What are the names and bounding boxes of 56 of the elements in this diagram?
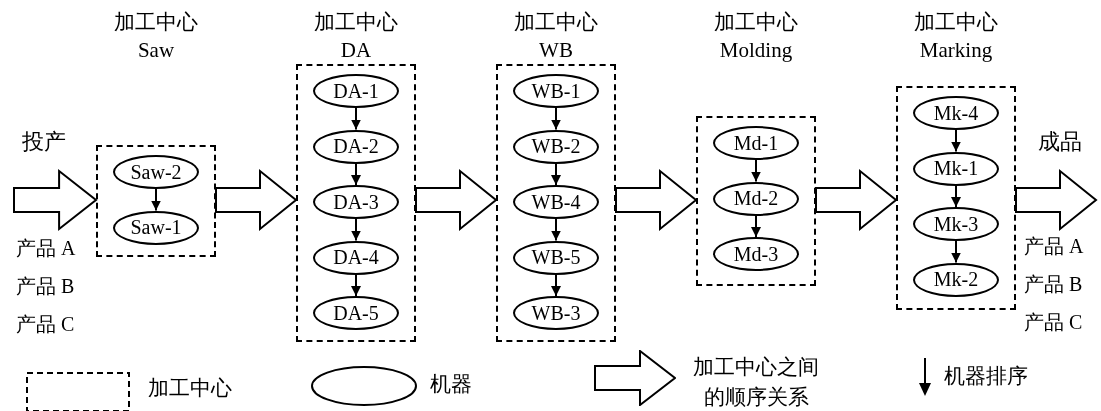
arrow bbox=[551, 107, 561, 131]
arrow bbox=[751, 159, 761, 183]
legend-label: 机器排序 bbox=[944, 364, 1028, 388]
machine-ellipse: Md-2 bbox=[713, 181, 799, 216]
center-heading: 加工中心 WB bbox=[513, 9, 599, 64]
block-arrow bbox=[13, 168, 98, 232]
block-arrow bbox=[215, 168, 298, 232]
product-label: 产品 A bbox=[1024, 234, 1084, 258]
block-arrow bbox=[615, 168, 698, 232]
machine-ellipse: Mk-3 bbox=[913, 207, 999, 241]
block-arrow bbox=[415, 168, 498, 232]
machine-ellipse: Md-3 bbox=[713, 237, 799, 271]
arrow bbox=[951, 240, 961, 264]
center-heading: 加工中心 Marking bbox=[913, 9, 999, 64]
arrow bbox=[351, 162, 361, 186]
block-arrow bbox=[815, 168, 898, 232]
machine-ellipse: WB-2 bbox=[513, 129, 599, 164]
arrow bbox=[351, 218, 361, 242]
arrow bbox=[751, 214, 761, 238]
arrow bbox=[551, 218, 561, 242]
product-label: 产品 C bbox=[16, 312, 75, 336]
machine-ellipse: Mk-4 bbox=[913, 96, 999, 130]
machine-ellipse: Mk-2 bbox=[913, 262, 999, 297]
machine-ellipse: WB-1 bbox=[513, 74, 599, 108]
edge-label: 成品 bbox=[1038, 130, 1082, 154]
arrow bbox=[351, 107, 361, 131]
arrow bbox=[151, 188, 161, 212]
block-arrow bbox=[1015, 168, 1098, 232]
center-heading: 加工中心 Molding bbox=[713, 9, 799, 64]
machine-ellipse: Saw-1 bbox=[113, 210, 199, 245]
machine-ellipse: DA-1 bbox=[313, 74, 399, 108]
arrow bbox=[351, 273, 361, 297]
machine-ellipse: WB-3 bbox=[513, 296, 599, 330]
product-label: 产品 C bbox=[1024, 310, 1083, 334]
arrow bbox=[551, 162, 561, 186]
machine-ellipse: Md-1 bbox=[713, 126, 799, 160]
product-label: 产品 B bbox=[16, 274, 75, 298]
legend-label: 机器 bbox=[430, 372, 472, 396]
machine-ellipse: DA-5 bbox=[313, 296, 399, 330]
product-label: 产品 B bbox=[1024, 272, 1083, 296]
arrow bbox=[551, 273, 561, 297]
machine-ellipse: Mk-1 bbox=[913, 151, 999, 186]
legend-label: 加工中心 bbox=[148, 376, 232, 400]
machine-ellipse: DA-3 bbox=[313, 185, 399, 219]
center-heading: 加工中心 Saw bbox=[113, 9, 199, 64]
machine-ellipse: WB-5 bbox=[513, 240, 599, 275]
center-heading: 加工中心 DA bbox=[313, 9, 399, 64]
product-label: 产品 A bbox=[16, 236, 76, 260]
edge-label: 投产 bbox=[22, 130, 66, 154]
arrow bbox=[951, 184, 961, 208]
machine-ellipse: Saw-2 bbox=[113, 155, 199, 189]
machine-ellipse: DA-4 bbox=[313, 240, 399, 275]
legend-label: 加工中心之间的顺序关系 bbox=[692, 354, 820, 411]
arrow bbox=[951, 129, 961, 153]
machine-ellipse: DA-2 bbox=[313, 129, 399, 164]
machine-ellipse: WB-4 bbox=[513, 185, 599, 219]
